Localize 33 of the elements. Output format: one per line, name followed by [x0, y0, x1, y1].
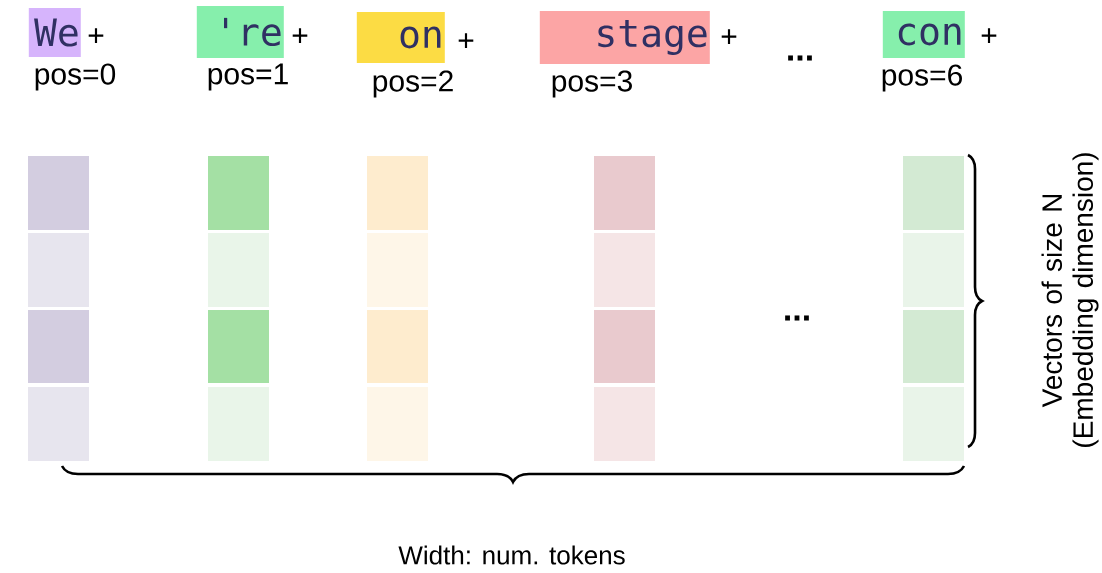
vector-cell [367, 310, 428, 383]
token-highlight: We [28, 8, 81, 57]
vector-cell [594, 156, 655, 230]
vector-cell [594, 233, 655, 307]
position-label: pos=1 [208, 63, 288, 91]
plus-sign: + [721, 29, 737, 44]
vector-cell [28, 233, 89, 307]
plus-sign: + [981, 28, 997, 43]
position-label: pos=0 [35, 63, 116, 91]
plus-sign: + [458, 33, 474, 48]
vector-cell [208, 310, 269, 383]
position-label: pos=3 [552, 70, 632, 98]
vector-cell [28, 156, 89, 230]
vector-cell [903, 310, 964, 383]
ellipsis: ... [788, 55, 812, 61]
vector-cell [903, 156, 964, 230]
plus-sign: + [292, 28, 308, 43]
position-label: pos=2 [373, 70, 453, 98]
vector-cell [594, 387, 655, 461]
axis-label: Width: num. tokens [398, 545, 625, 565]
ellipsis: ... [785, 315, 809, 321]
vector-cell [367, 156, 428, 230]
token-highlight: 're [196, 6, 284, 58]
token-highlight: stage [539, 11, 710, 64]
token-highlight: con [882, 11, 965, 58]
token-highlight: on [356, 12, 445, 63]
vector-cell [208, 156, 269, 230]
plus-sign: + [88, 28, 104, 43]
vector-cell [594, 310, 655, 383]
vector-cell [28, 310, 89, 383]
position-label: pos=6 [882, 64, 962, 92]
axis-label: Vectors of size N (Embedding dimension) [1041, 153, 1099, 447]
vector-cell [28, 387, 89, 461]
